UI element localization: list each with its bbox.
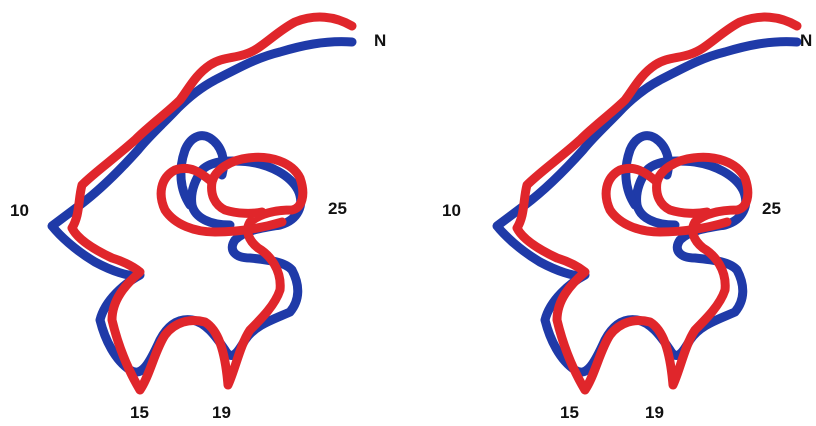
right-ribbon-overlay [497, 17, 797, 390]
left-label-residue-19: 19 [212, 403, 231, 422]
right-label-residue-19: 19 [645, 403, 664, 422]
left-label-residue-15: 15 [130, 403, 149, 422]
right-label-residue-10: 10 [442, 201, 461, 220]
left-ribbon-overlay [52, 17, 352, 390]
right-label-residue-25: 25 [762, 199, 781, 218]
left-label-n-terminus: N [374, 31, 386, 50]
left-label-residue-25: 25 [328, 199, 347, 218]
right-label-n-terminus: N [800, 31, 812, 50]
left-stereo-panel: N 10 25 15 19 [10, 17, 386, 422]
right-label-residue-15: 15 [560, 403, 579, 422]
right-stereo-panel: N 10 25 15 19 [442, 17, 812, 422]
left-label-residue-10: 10 [10, 201, 29, 220]
